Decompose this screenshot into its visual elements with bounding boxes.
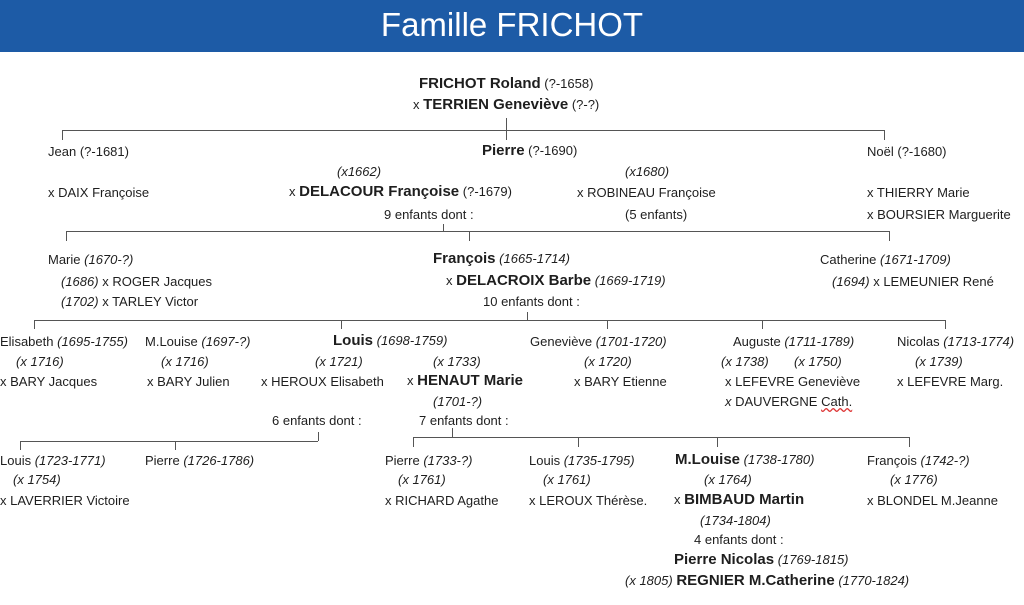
person-pierre-1733: Pierre (1733-?) [385, 453, 473, 468]
person-louis: Louis (1698-1759) [333, 332, 448, 349]
marriage-date: (x 1750) [794, 354, 842, 369]
spouse-tarley: (1702) x TARLEY Victor [61, 294, 199, 309]
spouse-delacroix: x DELACROIX Barbe (1669-1719) [446, 272, 666, 289]
children-count: 9 enfants dont : [384, 207, 474, 222]
marriage-date: (x 1738) [721, 354, 769, 369]
spouse-delacour: x DELACOUR Françoise (?-1679) [289, 183, 512, 200]
spouse-dates: (1701-?) [433, 394, 483, 409]
person-frichot-roland: FRICHOT Roland (?-1658) [419, 75, 594, 92]
spouse-roger: (1686) x ROGER Jacques [61, 274, 213, 289]
spouse-thierry: x THIERRY Marie [867, 185, 970, 200]
spouse-bary-julien: x BARY Julien [147, 374, 230, 389]
children-count: (5 enfants) [625, 207, 688, 222]
person-francois: François (1665-1714) [433, 250, 570, 267]
person-francois-1742: François (1742-?) [867, 453, 970, 468]
person-noel: Noël (?-1680) [867, 144, 947, 159]
marriage-date: (x 1733) [433, 354, 481, 369]
person-catherine: Catherine (1671-1709) [820, 252, 951, 267]
marriage-date: (x 1721) [315, 354, 363, 369]
children-count: 10 enfants dont : [483, 294, 580, 309]
marriage-date: (x 1754) [13, 472, 61, 487]
spouse-bary-etienne: x BARY Etienne [574, 374, 667, 389]
marriage-date: (x 1716) [161, 354, 209, 369]
marriage-date: (x 1776) [890, 472, 938, 487]
marriage-date: (x 1764) [704, 472, 752, 487]
person-marie: Marie (1670-?) [48, 252, 134, 267]
spouse-bimbaud: x BIMBAUD Martin [674, 491, 805, 508]
person-pierre-nicolas: Pierre Nicolas (1769-1815) [674, 551, 849, 568]
children-count: 6 enfants dont : [272, 413, 362, 428]
children-count: 7 enfants dont : [419, 413, 509, 428]
spouse-robineau: x ROBINEAU Françoise [577, 185, 716, 200]
spouse-leroux: x LEROUX Thérèse. [529, 493, 648, 508]
spouse-dauvergne: x DAUVERGNE Cath. [725, 394, 853, 409]
marriage-date: (x1680) [625, 164, 670, 179]
person-auguste: Auguste (1711-1789) [733, 334, 855, 349]
person-genevieve: Geneviève (1701-1720) [530, 334, 667, 349]
person-louis-1723: Louis (1723-1771) [0, 453, 106, 468]
spouse-daix: x DAIX Françoise [48, 185, 150, 200]
person-mlouise-1738: M.Louise (1738-1780) [675, 451, 815, 468]
page-title: Famille FRICHOT [0, 0, 1024, 52]
person-pierre: Pierre (?-1690) [482, 142, 578, 159]
spouse-lefevre-marg: x LEFEVRE Marg. [897, 374, 1004, 389]
spouse-dates: (1734-1804) [700, 513, 771, 528]
spouse-laverrier: x LAVERRIER Victoire [0, 493, 130, 508]
person-louis-1735: Louis (1735-1795) [529, 453, 635, 468]
spouse-blondel: x BLONDEL M.Jeanne [867, 493, 999, 508]
spouse-regnier: (x 1805) REGNIER M.Catherine (1770-1824) [625, 572, 910, 589]
children-count: 4 enfants dont : [694, 532, 784, 547]
person-elisabeth: Elisabeth (1695-1755) [0, 334, 128, 349]
person-pierre-1726: Pierre (1726-1786) [145, 453, 255, 468]
person-mlouise: M.Louise (1697-?) [145, 334, 251, 349]
spouse-richard: x RICHARD Agathe [385, 493, 499, 508]
marriage-date: (x 1739) [915, 354, 963, 369]
spouse-heroux: x HEROUX Elisabeth [261, 374, 384, 389]
person-nicolas: Nicolas (1713-1774) [897, 334, 1015, 349]
person-jean: Jean (?-1681) [48, 144, 129, 159]
marriage-date: (x 1720) [584, 354, 632, 369]
spouse-lemeunier: (1694) x LEMEUNIER René [832, 274, 994, 289]
spouse-terrien-genevieve: x TERRIEN Geneviève (?-?) [413, 96, 600, 113]
spouse-boursier: x BOURSIER Marguerite [867, 207, 1011, 222]
spouse-lefevre-genevieve: x LEFEVRE Geneviève [725, 374, 861, 389]
marriage-date: (x 1761) [543, 472, 591, 487]
spouse-bary-jacques: x BARY Jacques [0, 374, 98, 389]
marriage-date: (x 1716) [16, 354, 64, 369]
marriage-date: (x1662) [337, 164, 382, 179]
marriage-date: (x 1761) [398, 472, 446, 487]
spouse-henaut: x HENAUT Marie [407, 372, 523, 389]
